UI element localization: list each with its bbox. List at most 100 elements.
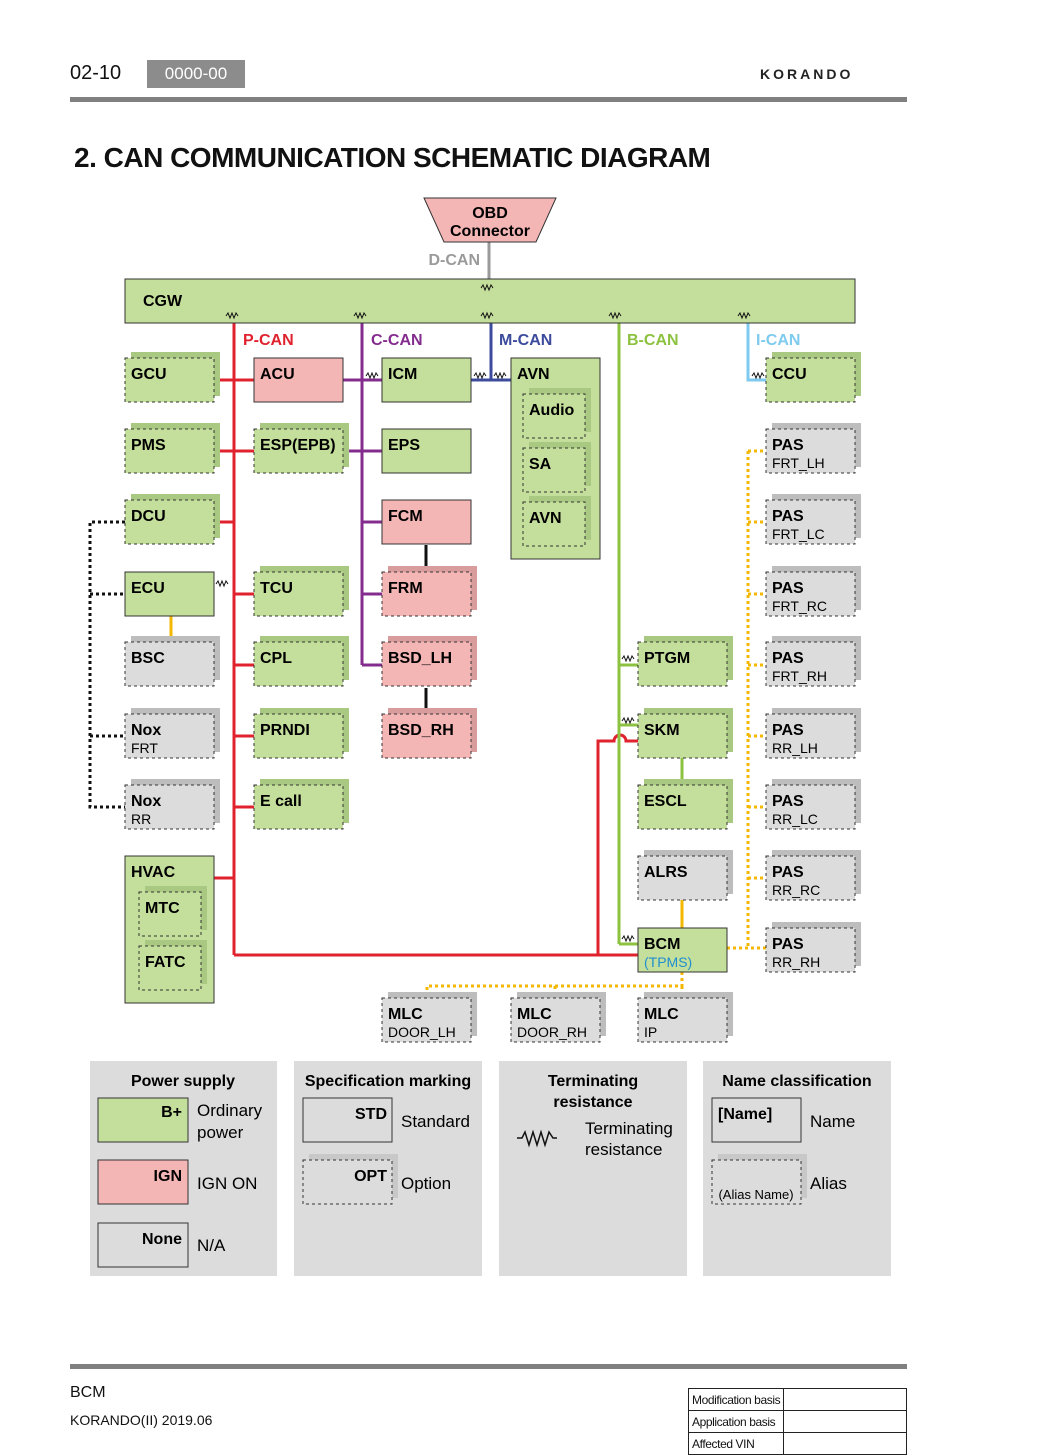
module-sublabel: RR_RC xyxy=(772,882,820,898)
i-can-label: I-CAN xyxy=(756,332,800,349)
ecall-module: E call xyxy=(253,779,349,830)
module-label: E call xyxy=(260,793,302,810)
module-label: BCM xyxy=(644,936,680,953)
d-can-label: D-CAN xyxy=(428,252,480,269)
module-box xyxy=(381,571,472,617)
skm-module: SKM xyxy=(637,708,733,759)
acu-module: ACU xyxy=(253,357,344,403)
dcu-module: DCU xyxy=(124,494,220,545)
gcu-module: GCU xyxy=(124,352,220,403)
module-label: FRM xyxy=(388,580,423,597)
b-can-label: B-CAN xyxy=(627,332,679,349)
module-label: PAS xyxy=(772,508,804,525)
resistor-icon xyxy=(517,1129,557,1148)
module-label: ECU xyxy=(131,580,165,597)
legend-ign-desc: IGN ON xyxy=(197,1174,257,1193)
bsd-lh-module: BSD_LH xyxy=(381,636,477,687)
module-label: BSC xyxy=(131,650,165,667)
module-label: AVN xyxy=(517,366,550,383)
legend-alias-desc: Alias xyxy=(810,1174,847,1193)
legend-name-title: Name classification xyxy=(722,1073,871,1090)
module-label: SKM xyxy=(644,722,680,739)
pms-module: PMS xyxy=(124,423,220,474)
module-box xyxy=(637,855,728,901)
module-box xyxy=(765,927,856,973)
module-label: ACU xyxy=(260,366,295,383)
audio-module: Audio xyxy=(522,388,591,439)
module-sublabel: FRT_RH xyxy=(772,668,827,684)
alrs-module: ALRS xyxy=(637,850,733,901)
module-sublabel: DOOR_LH xyxy=(388,1024,456,1040)
rev-value xyxy=(783,1432,908,1455)
module-label: ESP(EPB) xyxy=(260,437,336,454)
module-box xyxy=(253,713,344,759)
module-sublabel: DOOR_RH xyxy=(517,1024,587,1040)
legend-std-desc: Standard xyxy=(401,1112,470,1131)
svg-text:OBD: OBD xyxy=(472,205,508,222)
module-box xyxy=(765,357,856,403)
module-box xyxy=(510,997,601,1043)
legend-opt: OPT xyxy=(354,1168,387,1185)
legend-bplus-desc-2: power xyxy=(197,1123,244,1142)
module-sublabel: RR_LH xyxy=(772,740,818,756)
module-label: FATC xyxy=(145,954,186,971)
module-box xyxy=(124,357,215,403)
module-box xyxy=(253,428,344,474)
module-sublabel: RR_LC xyxy=(772,811,818,827)
module-label: MLC xyxy=(644,1006,679,1023)
module-label: Nox xyxy=(131,793,161,810)
module-box xyxy=(381,997,472,1043)
module-box xyxy=(637,713,728,759)
module-box xyxy=(124,713,215,759)
module-sublabel: RR xyxy=(131,811,151,827)
module-box xyxy=(253,571,344,617)
module-sublabel: FRT_RC xyxy=(772,598,827,614)
module-box xyxy=(138,891,202,937)
cgw-label: CGW xyxy=(143,293,183,310)
revision-table: Modification basis Application basis Aff… xyxy=(687,1388,908,1455)
header-rule xyxy=(70,97,907,102)
module-box xyxy=(637,927,728,973)
legend-spec-title: Specification marking xyxy=(305,1073,471,1090)
ecu-module: ECU xyxy=(124,571,215,617)
page-number: 02-10 xyxy=(70,62,122,84)
module-box xyxy=(522,501,586,547)
module-box xyxy=(381,357,472,403)
footer-rule xyxy=(70,1364,907,1369)
legend-term-title-1: Terminating xyxy=(548,1073,638,1090)
sa-module: SA xyxy=(522,442,591,493)
legend-ign: IGN xyxy=(154,1168,182,1185)
module-label: ICM xyxy=(388,366,417,383)
obd-connector: OBD Connector xyxy=(423,197,557,243)
module-label: AVN xyxy=(529,510,562,527)
legend-term-desc-2: resistance xyxy=(585,1140,662,1159)
module-label: Audio xyxy=(529,402,575,419)
footer-system: BCM xyxy=(70,1384,106,1401)
module-label: MTC xyxy=(145,900,180,917)
esp-module: ESP(EPB) xyxy=(253,423,349,474)
tcu-module: TCU xyxy=(253,566,349,617)
brand-logo: KORANDO xyxy=(760,66,854,82)
icm-module: ICM xyxy=(381,357,472,403)
module-box xyxy=(522,393,586,439)
escl-module: ESCL xyxy=(637,779,733,830)
module-sublabel: IP xyxy=(644,1024,657,1040)
avn-sub-module: AVN xyxy=(522,496,591,547)
module-label: PAS xyxy=(772,580,804,597)
module-label: PAS xyxy=(772,793,804,810)
module-box xyxy=(124,428,215,474)
svg-text:Connector: Connector xyxy=(450,223,530,240)
module-label: PMS xyxy=(131,437,166,454)
legend-name: [Name] xyxy=(718,1106,772,1123)
module-label: MLC xyxy=(388,1006,423,1023)
module-box xyxy=(138,945,202,991)
module-label: Nox xyxy=(131,722,161,739)
module-label: PAS xyxy=(772,650,804,667)
rev-label: Affected VIN xyxy=(687,1432,785,1455)
